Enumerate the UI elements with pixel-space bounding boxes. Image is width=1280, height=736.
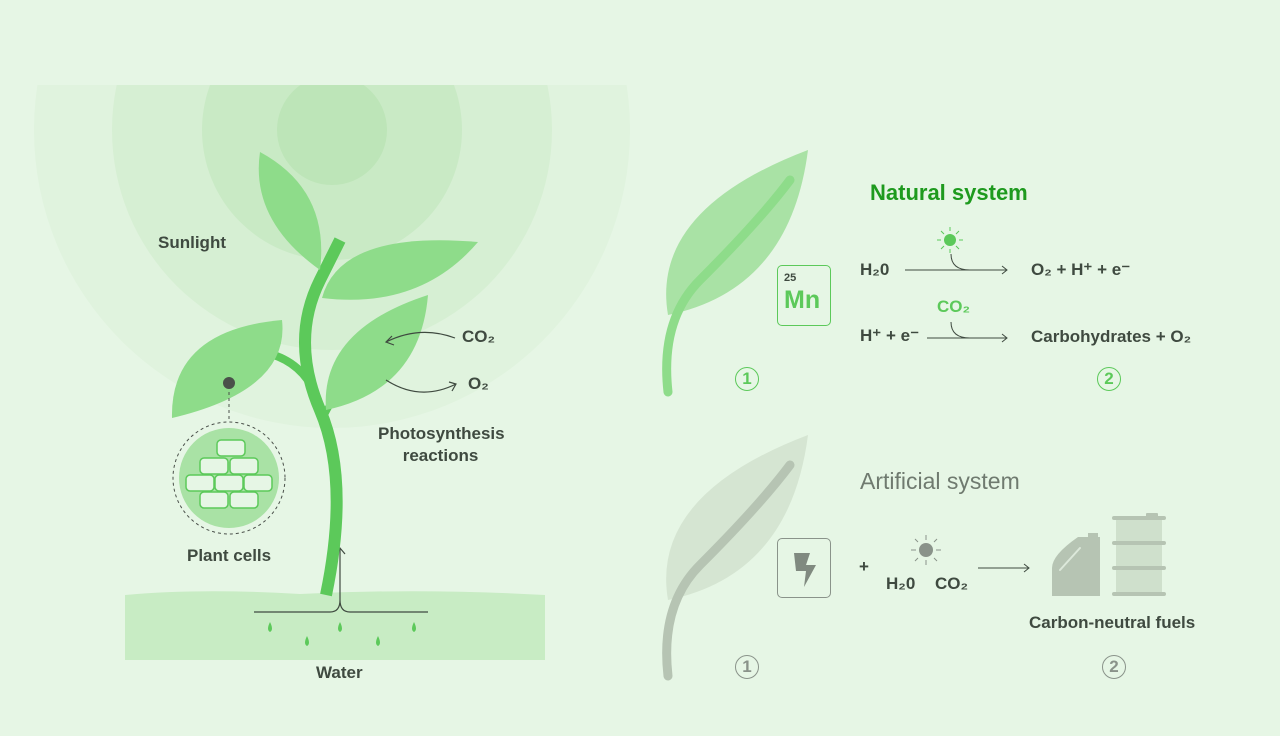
element-symbol: Mn bbox=[784, 286, 821, 314]
plant-cells-magnifier bbox=[172, 377, 286, 535]
gas-exchange-arrows bbox=[384, 331, 457, 393]
o2-label: O₂ bbox=[468, 374, 489, 393]
natural-step-2: 2 bbox=[1097, 367, 1121, 391]
photosynthesis-line-2: reactions bbox=[402, 446, 479, 465]
artificial-step-2: 2 bbox=[1102, 655, 1126, 679]
natural-leaf-icon bbox=[662, 150, 808, 397]
photosynthesis-label: Photosynthesis reactions bbox=[378, 424, 505, 466]
manganese-element-badge: 25 Mn bbox=[777, 265, 831, 326]
natural-system-title: Natural system bbox=[870, 180, 1028, 205]
co2-label: CO₂ bbox=[462, 327, 496, 346]
photosynthesis-line-1: Photosynthesis bbox=[378, 424, 505, 443]
eq1-reactant: H₂0 bbox=[860, 260, 890, 279]
eq2-products: Carbohydrates + O₂ bbox=[1031, 327, 1192, 346]
fuel-canister-icon bbox=[1052, 533, 1100, 596]
eq2-reactants: H⁺ + e⁻ bbox=[860, 326, 920, 345]
water-drops-icon bbox=[268, 622, 416, 646]
roots-arrow bbox=[254, 547, 428, 613]
eq1-products: O₂ + H⁺ + e⁻ bbox=[1031, 260, 1131, 279]
oil-barrel-icon bbox=[1112, 513, 1166, 596]
electricity-badge bbox=[777, 538, 831, 598]
natural-step-1: 1 bbox=[735, 367, 759, 391]
artificial-plus: + bbox=[859, 557, 869, 576]
element-number: 25 bbox=[784, 272, 797, 284]
plant-cells-label: Plant cells bbox=[187, 546, 272, 565]
artificial-leaf-icon bbox=[662, 435, 808, 681]
sunlight-label: Sunlight bbox=[158, 233, 226, 252]
sun-icon-green bbox=[937, 227, 963, 253]
artificial-h2o: H₂0 bbox=[886, 574, 916, 593]
lightning-bolt-icon bbox=[794, 553, 816, 587]
water-label: Water bbox=[316, 663, 363, 682]
ground bbox=[125, 591, 545, 660]
reaction-arrows bbox=[905, 253, 1030, 573]
sun-icon-gray bbox=[911, 535, 941, 565]
artificial-co2: CO₂ bbox=[935, 574, 969, 593]
plant bbox=[171, 152, 478, 597]
artificial-system-title: Artificial system bbox=[860, 468, 1020, 494]
eq2-catalyst-co2: CO₂ bbox=[937, 297, 971, 316]
artificial-step-1: 1 bbox=[735, 655, 759, 679]
carbon-neutral-fuels-label: Carbon-neutral fuels bbox=[1029, 613, 1196, 632]
